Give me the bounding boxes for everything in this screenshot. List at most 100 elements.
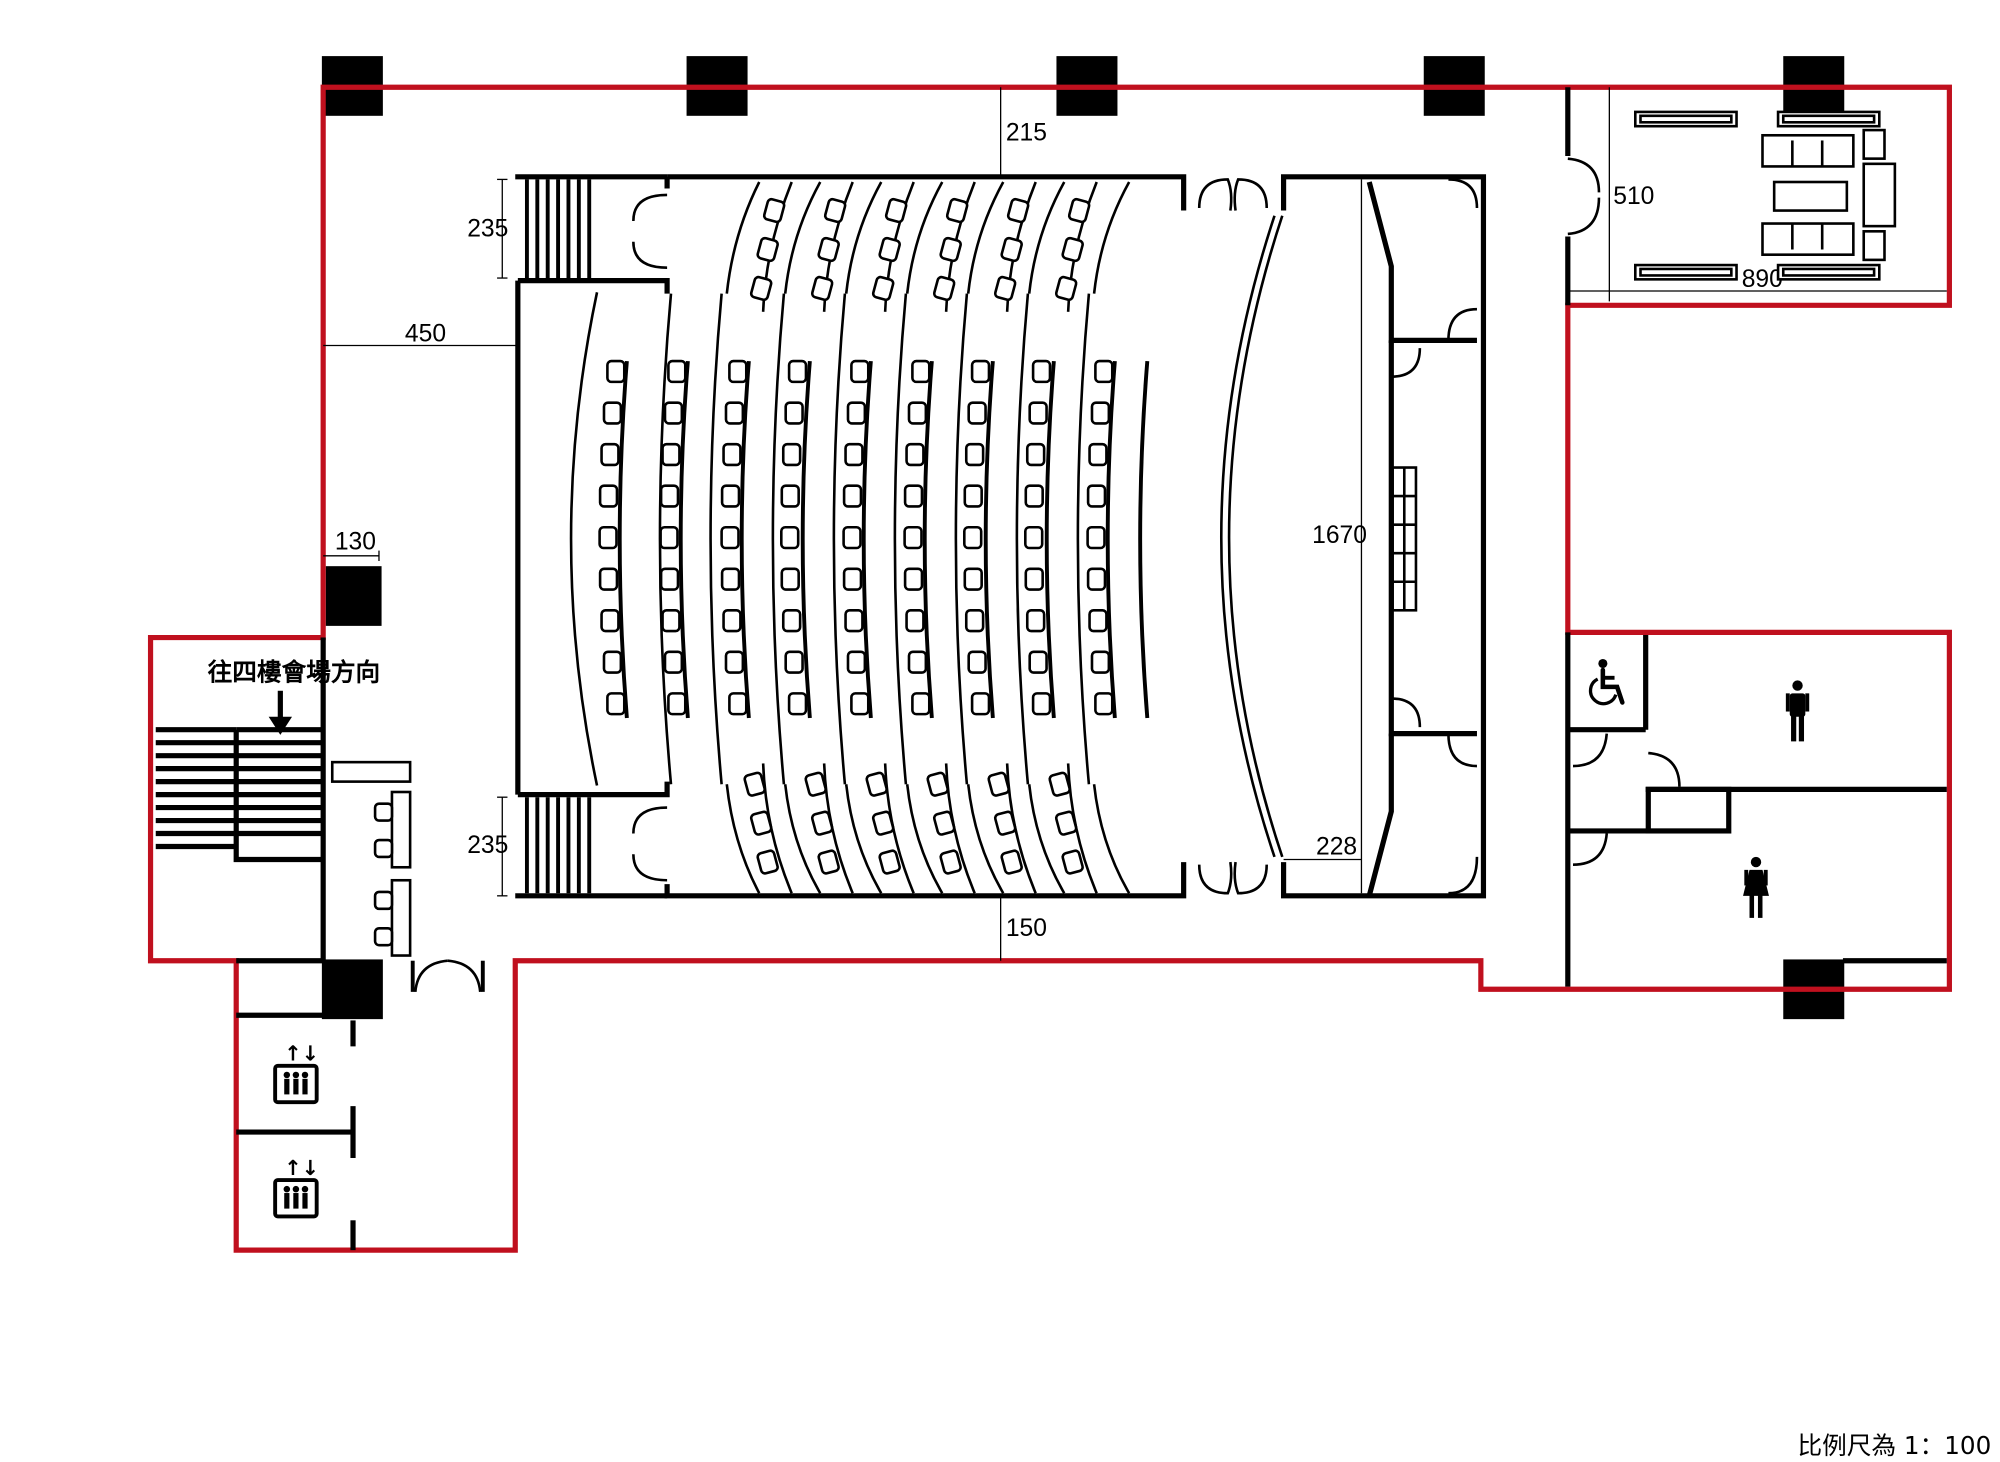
- seat: [932, 810, 956, 836]
- seat: [781, 442, 802, 467]
- elevator-icon: ↑↓: [273, 1156, 319, 1219]
- seat: [850, 359, 870, 384]
- seat: [939, 236, 962, 263]
- seat: [1088, 609, 1108, 633]
- door-top-left: [632, 193, 668, 269]
- restroom-walls: [1565, 632, 1947, 987]
- stage-equipment: [1391, 466, 1418, 612]
- dim-bottom-gap: 150: [1006, 915, 1047, 942]
- dim-stage-depth: 228: [1316, 833, 1357, 860]
- seat: [1094, 692, 1114, 716]
- seat: [842, 484, 863, 508]
- seat: [1061, 236, 1084, 263]
- seat: [1090, 401, 1111, 425]
- seat: [963, 567, 983, 591]
- seat: [661, 442, 681, 467]
- seat: [993, 810, 1017, 836]
- lobby-stairs: [155, 637, 326, 961]
- seat: [884, 197, 908, 224]
- seat: [1090, 650, 1111, 674]
- seat: [1086, 525, 1106, 550]
- seat: [720, 567, 741, 591]
- seat: [784, 401, 804, 425]
- seat: [787, 692, 808, 716]
- seat: [756, 236, 779, 263]
- seat: [780, 567, 800, 591]
- reception-counter: [330, 760, 412, 957]
- restroom-doors: [1572, 733, 1681, 866]
- seat: [600, 442, 620, 467]
- seat: [905, 442, 925, 467]
- seat: [1094, 359, 1114, 384]
- column: [325, 566, 382, 626]
- seat: [600, 609, 620, 633]
- seat: [911, 359, 931, 384]
- seat: [1031, 359, 1052, 384]
- seat: [970, 359, 991, 384]
- seat: [903, 525, 923, 550]
- seat: [964, 442, 985, 467]
- backstage-doors: [1391, 178, 1479, 895]
- vip-room-furniture: [1634, 110, 1897, 281]
- seat: [724, 650, 745, 674]
- column: [321, 959, 383, 1020]
- seat: [878, 849, 901, 875]
- seat: [787, 359, 808, 384]
- seat: [659, 525, 679, 550]
- seat: [817, 236, 840, 263]
- seat: [878, 236, 901, 263]
- seat: [784, 650, 804, 674]
- seat: [749, 810, 773, 836]
- seat: [722, 442, 742, 467]
- seat: [842, 525, 862, 550]
- seat: [932, 275, 956, 302]
- seat: [1025, 442, 1046, 467]
- seat: [907, 650, 928, 674]
- seat: [781, 609, 802, 633]
- backstage: [1366, 181, 1477, 897]
- seat: [1028, 401, 1048, 425]
- seat: [850, 692, 870, 716]
- seat: [667, 692, 687, 716]
- seat: [963, 484, 983, 508]
- seat: [1025, 609, 1046, 633]
- seat: [1028, 650, 1048, 674]
- seat: [903, 484, 924, 508]
- seat: [903, 567, 924, 591]
- door-bottom-left: [632, 806, 668, 882]
- seat: [1067, 197, 1091, 224]
- seat: [1086, 484, 1107, 508]
- seat: [945, 197, 969, 224]
- dim-stair-bottom: 235: [467, 832, 508, 859]
- seat: [598, 567, 619, 591]
- seat: [926, 771, 949, 797]
- seat: [1031, 692, 1052, 716]
- seat: [987, 771, 1010, 797]
- rear-door-top: [1197, 178, 1269, 211]
- dim-vip-depth: 510: [1613, 183, 1654, 210]
- svg-text:↑↓: ↑↓: [284, 1156, 319, 1180]
- seat: [602, 401, 623, 425]
- seat: [911, 692, 931, 716]
- seat: [967, 650, 987, 674]
- seat: [780, 484, 800, 508]
- seat: [1000, 849, 1023, 875]
- dim-stair-top: 235: [467, 216, 508, 243]
- dimension-lines: [323, 87, 1947, 961]
- stage-stairs-bottom: [524, 797, 592, 894]
- seat: [905, 609, 925, 633]
- seat: [810, 810, 834, 836]
- stage-front-curve: [569, 292, 599, 786]
- seat: [844, 442, 864, 467]
- dim-wall-offset: 130: [335, 528, 376, 555]
- seat: [963, 525, 983, 550]
- seat: [724, 401, 745, 425]
- seat: [970, 692, 991, 716]
- seat: [728, 359, 748, 384]
- seat: [810, 275, 834, 302]
- arrow-down-icon: [268, 690, 293, 735]
- seat: [939, 849, 962, 875]
- seat: [967, 401, 987, 425]
- seat: [907, 401, 928, 425]
- seat: [720, 484, 741, 508]
